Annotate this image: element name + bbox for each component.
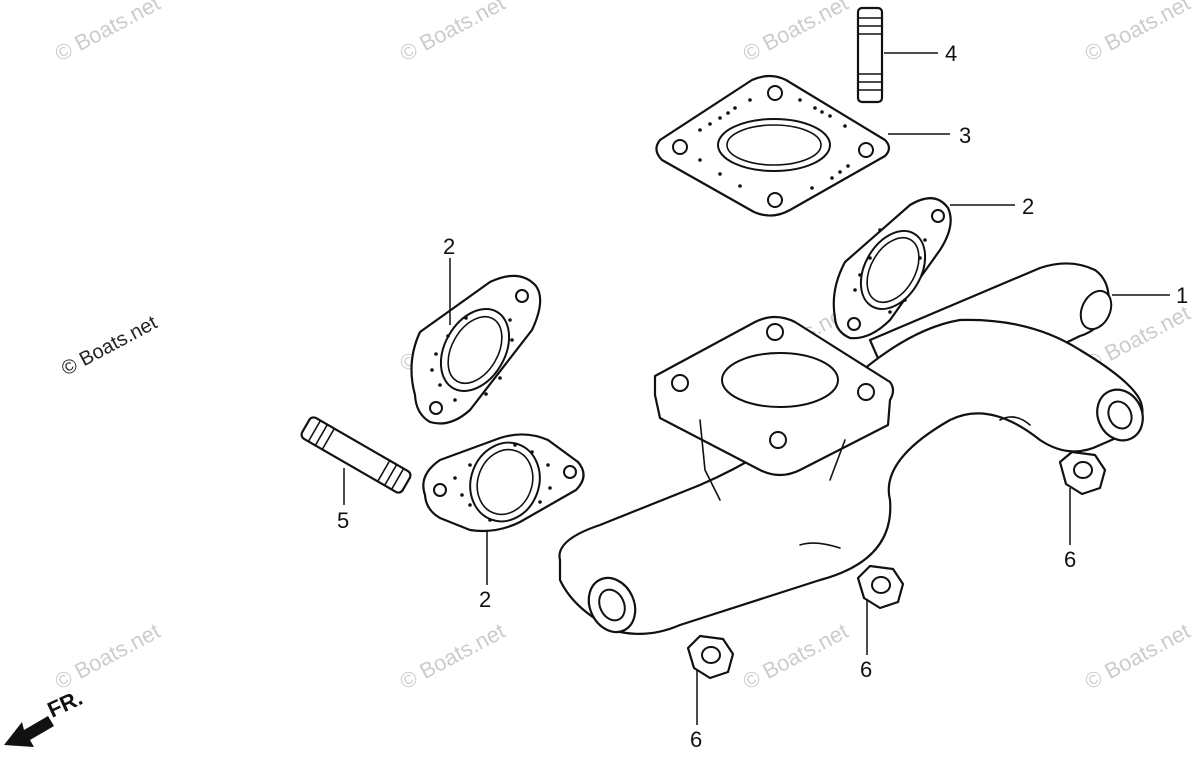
watermark-3: © Boats.net — [739, 0, 853, 66]
gasket-left-lower — [422, 433, 585, 533]
watermark-1: © Boats.net — [51, 0, 165, 66]
nut-middle — [856, 564, 905, 610]
callout-2-right: 2 — [1022, 194, 1034, 219]
watermark-2: © Boats.net — [396, 0, 510, 66]
exhaust-manifold — [558, 262, 1144, 635]
watermark-4: © Boats.net — [1081, 0, 1195, 66]
gasket-right — [832, 197, 952, 340]
watermark-8: © Boats.net — [51, 618, 165, 694]
leader-lines — [343, 52, 1170, 725]
front-label: FR. — [44, 685, 87, 723]
stud-left — [300, 416, 412, 494]
front-arrow-icon — [4, 716, 54, 747]
callout-3: 3 — [959, 123, 971, 148]
nut-right — [1058, 450, 1107, 496]
callout-6-right: 6 — [1064, 547, 1076, 572]
callout-2-left-lower: 2 — [479, 587, 491, 612]
watermark-dark: © Boats.net — [58, 312, 161, 381]
callout-2-left-upper: 2 — [443, 234, 455, 259]
front-direction-indicator: FR. — [4, 685, 86, 747]
flange-gasket-dots — [698, 98, 850, 190]
callouts: 1 2 2 2 3 4 5 6 6 6 — [337, 41, 1188, 752]
callout-6-middle: 6 — [860, 657, 872, 682]
callout-4: 4 — [945, 41, 957, 66]
gasket-left-upper — [410, 274, 542, 425]
stud-top — [856, 6, 884, 104]
watermark-11: © Boats.net — [1081, 618, 1195, 694]
watermark-10: © Boats.net — [739, 618, 853, 694]
nut-bottom — [686, 634, 735, 680]
callout-1: 1 — [1176, 283, 1188, 308]
callout-5: 5 — [337, 508, 349, 533]
watermark-9: © Boats.net — [396, 618, 510, 694]
callout-6-bottom: 6 — [690, 727, 702, 752]
flange-gasket — [655, 74, 891, 217]
